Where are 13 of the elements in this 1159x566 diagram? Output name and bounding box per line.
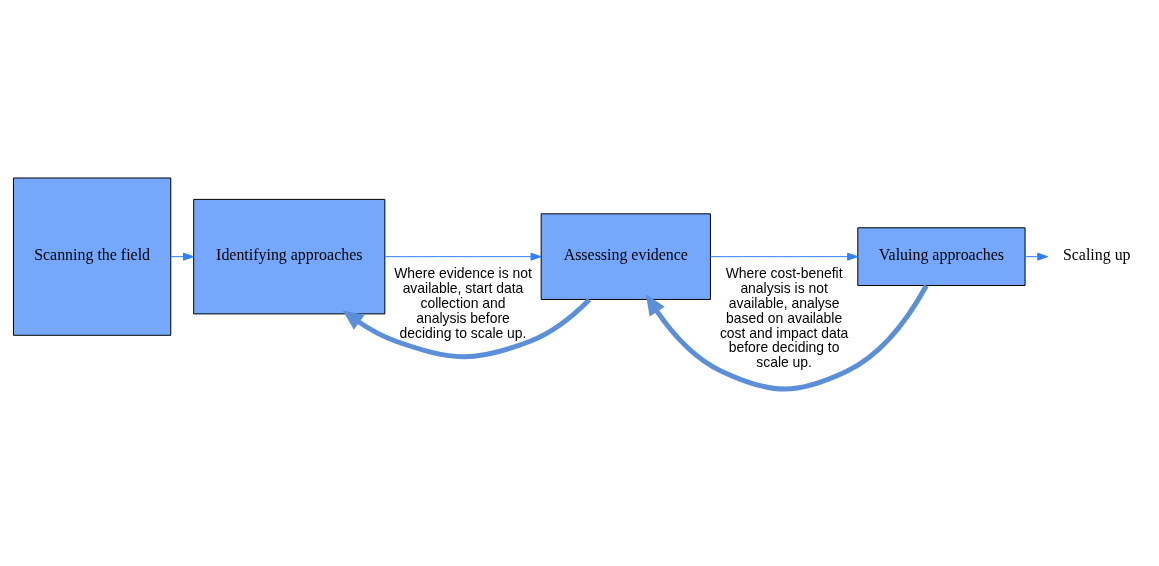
node-text: Scaling up [1062,245,1131,263]
arrow [342,297,591,359]
edge-label: Where evidence is not available, start data collection and analysis before deciding to scale up. [394,264,532,340]
node-box: Assessing evidence [540,212,711,300]
edge-label: Where cost-benefit analysis is not available, analyse based on available cost and impact data before deciding to scale up. [719,264,849,370]
arrow [170,252,194,261]
node-box: Identifying approaches [193,198,386,314]
node-box: Valuing approaches [857,226,1026,286]
node-box: Scanning the field [12,177,172,336]
arrow [709,252,859,261]
arrow [384,252,542,261]
arrow [1024,252,1049,261]
arrow [645,284,929,391]
